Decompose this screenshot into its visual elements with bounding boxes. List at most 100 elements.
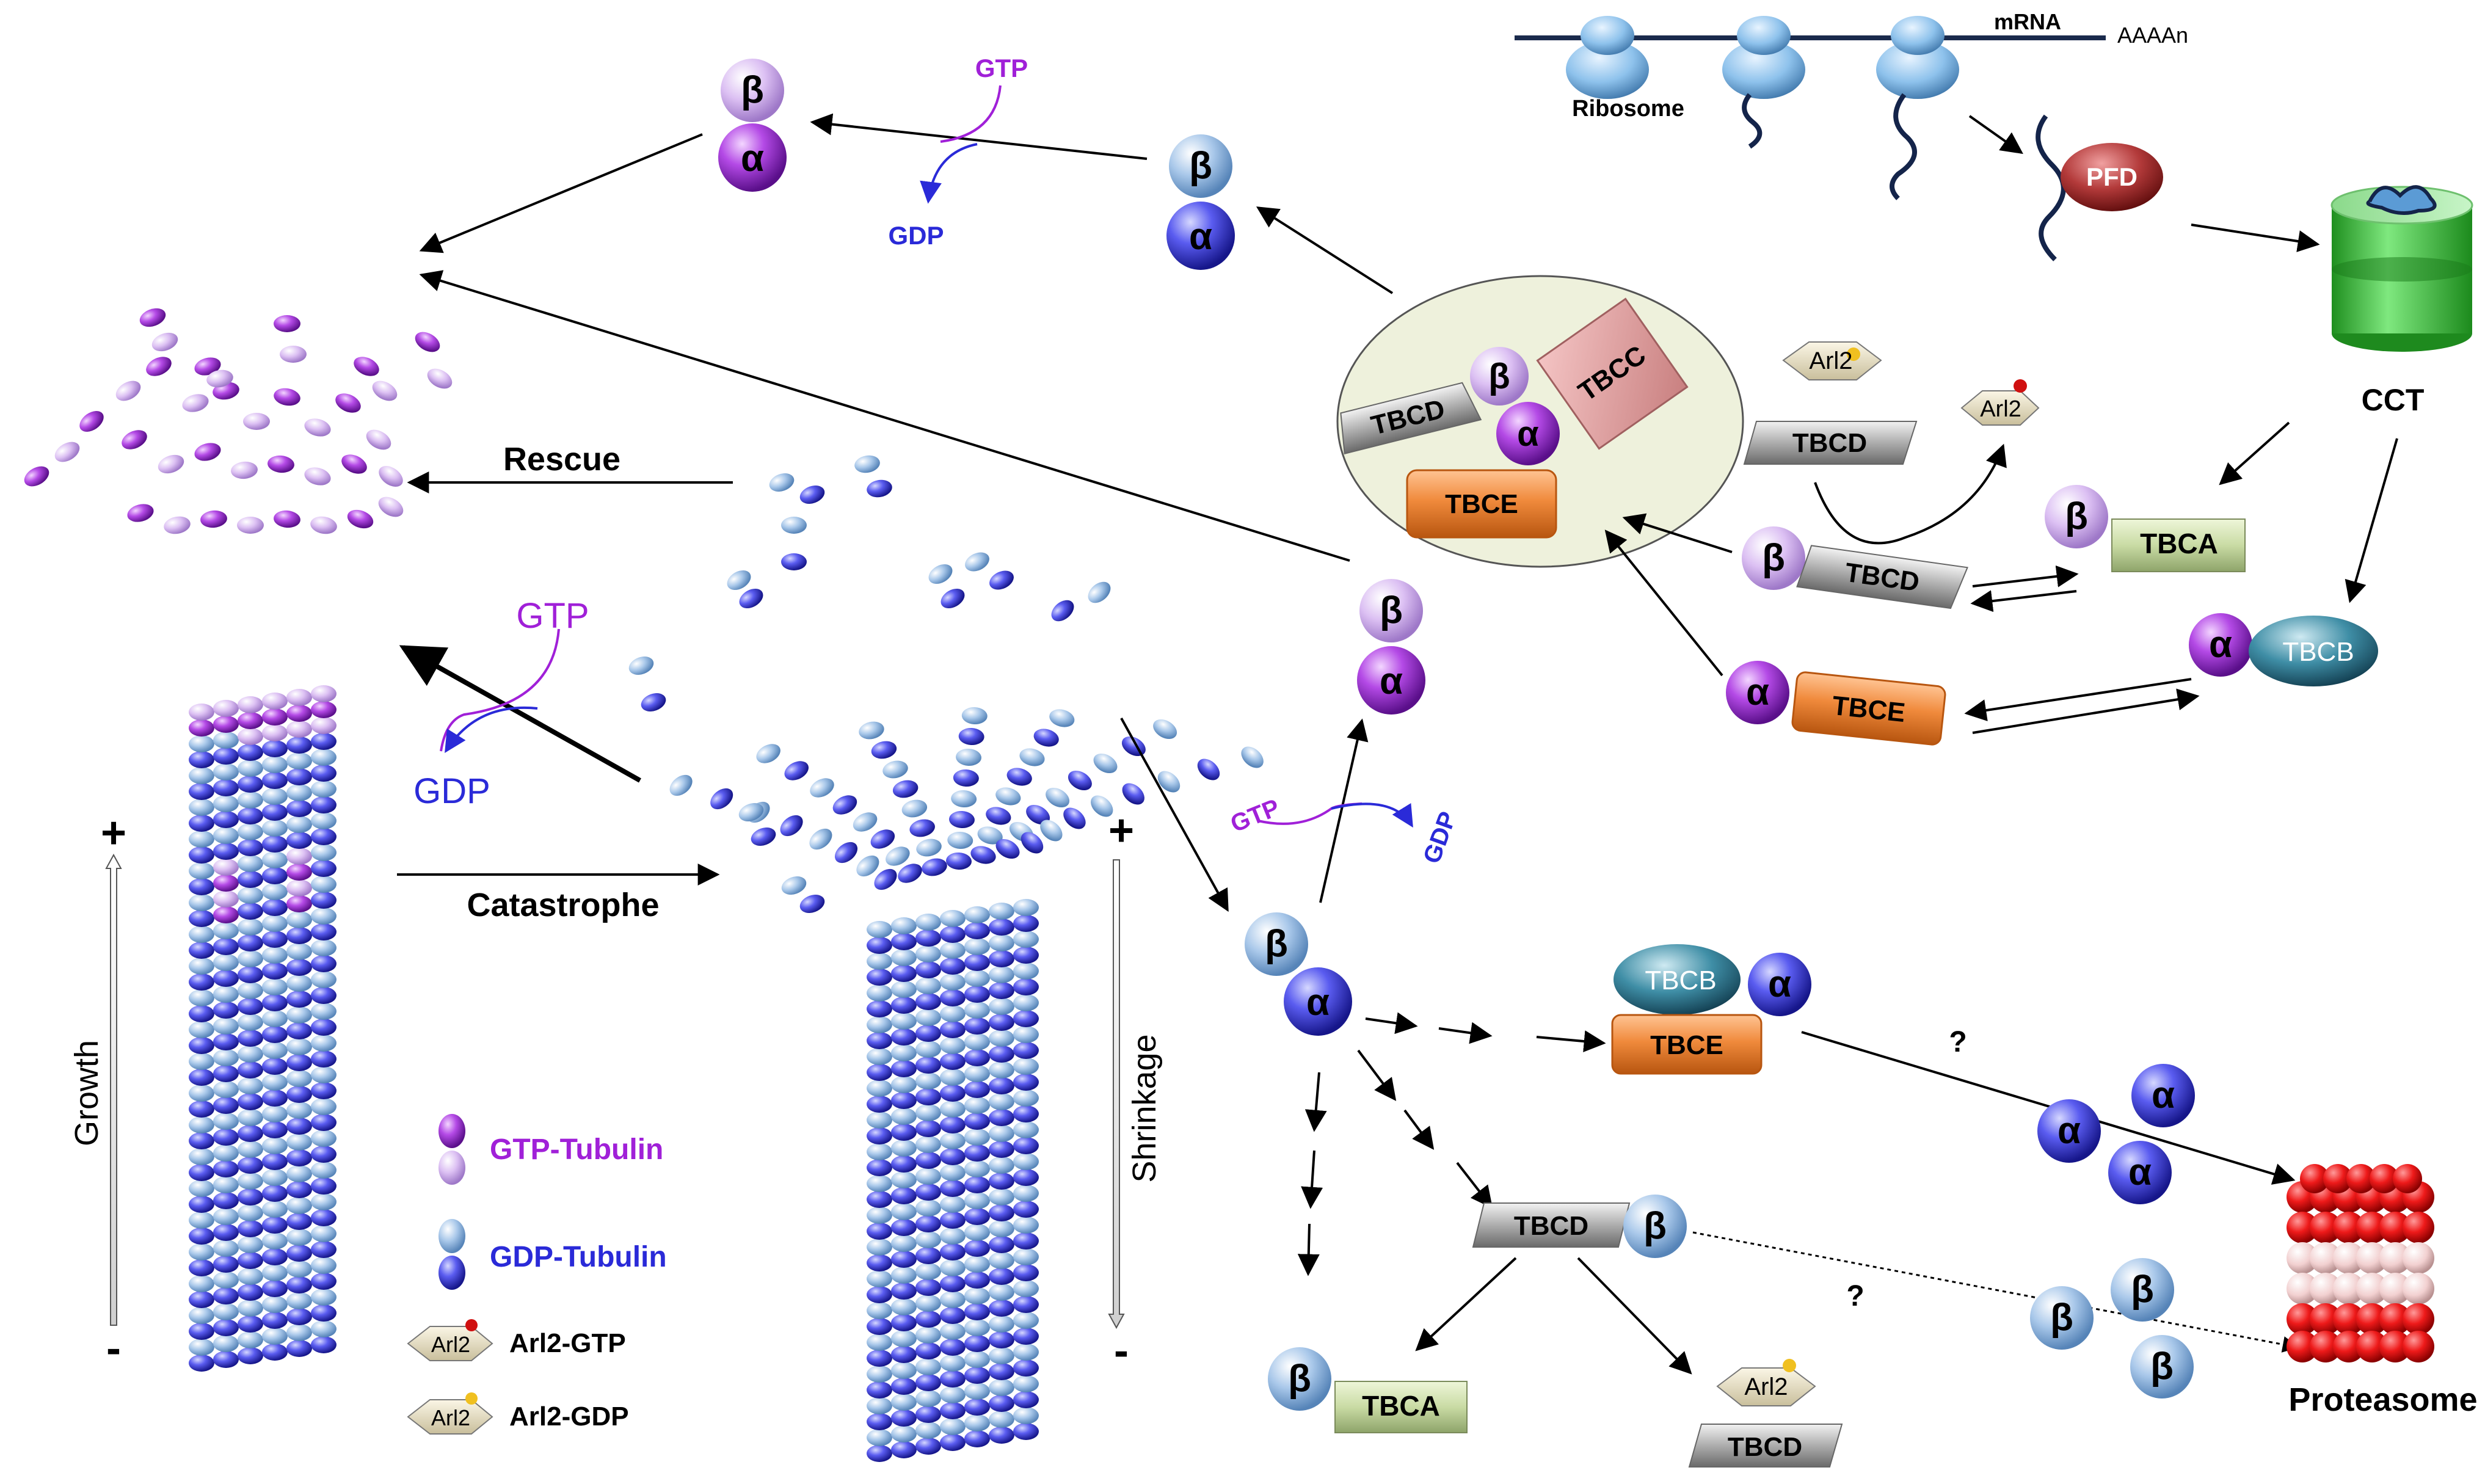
svg-text:α: α (1768, 963, 1791, 1005)
tubulin-subunit (238, 1236, 263, 1253)
tubulin-subunit (989, 1077, 1014, 1094)
proteasome-subunit (2356, 1331, 2388, 1362)
tubulin-subunit (311, 780, 337, 798)
proteasome-subunit (2333, 1242, 2365, 1274)
tubulin-subunit (262, 1010, 288, 1027)
proteasome-subunit (2356, 1242, 2388, 1274)
tubulin-subunit (867, 1032, 892, 1049)
svg-text:β: β (2065, 495, 2088, 537)
mrna-label: mRNA (1994, 9, 2061, 34)
tubulin-subunit (164, 516, 191, 534)
tubulin-subunit (940, 1323, 966, 1340)
tubulin-subunit (366, 429, 391, 450)
tubulin-subunit (964, 1335, 990, 1352)
shrinking-microtubule-curled-protofilaments (628, 455, 1264, 913)
tubulin-subunit (915, 1358, 941, 1375)
tubulin-subunit (262, 1042, 288, 1059)
tubulin-subunit (989, 1141, 1014, 1158)
tubulin-subunit (262, 867, 288, 884)
tubulin-subunit (189, 862, 214, 879)
legend-arl2-gdp-icon: Arl2 (407, 1392, 493, 1435)
tubulin-subunit (238, 1109, 263, 1126)
tubulin-subunit (189, 704, 214, 721)
tubulin-subunit (940, 1005, 966, 1022)
tubulin-subunit (286, 911, 312, 928)
tubulin-subunit (867, 1096, 892, 1113)
tubulin-subunit (335, 393, 361, 413)
tubulin-subunit (1026, 804, 1050, 825)
tubulin-subunit (286, 1197, 312, 1214)
tubulin-subunit (262, 883, 288, 900)
tubulin-subunit (189, 1259, 214, 1276)
tubulin-subunit (977, 826, 1003, 845)
catastrophe-arrow: Catastrophe (397, 864, 720, 923)
tubulin-subunit (940, 1053, 966, 1070)
tubulin-subunit (379, 465, 403, 487)
tubulin-subunit (964, 1081, 990, 1098)
tubulin-subunit (213, 1271, 239, 1289)
tubulin-subunit (189, 1307, 214, 1324)
tubulin-subunit (964, 906, 990, 923)
tubulin-subunit (213, 1144, 239, 1162)
tubulin-subunit (891, 1362, 917, 1379)
tubulin-subunit (286, 1022, 312, 1039)
tubulin-subunit (189, 1323, 214, 1340)
tubulin-subunit (989, 1236, 1014, 1253)
growing-microtubule-tip-dimers (24, 308, 453, 534)
tubulin-subunit (238, 887, 263, 904)
tubulin-subunit (898, 864, 922, 883)
tubulin-subunit (784, 761, 809, 780)
tubulin-subunit (189, 1005, 214, 1022)
tubulin-subunit (1046, 787, 1070, 808)
proteasome-label: Proteasome (2288, 1381, 2477, 1418)
svg-text:β: β (2050, 1297, 2073, 1339)
tubulin-subunit (739, 588, 763, 609)
tubulin-subunit (262, 804, 288, 821)
growth-plus-sign: + (101, 809, 126, 857)
tubulin-subunit (311, 1003, 337, 1020)
gtp-label-left: GTP (516, 596, 589, 636)
tubulin-subunit (915, 1057, 941, 1074)
tubulin-subunit (311, 717, 337, 734)
tubulin-subunit (989, 1395, 1014, 1412)
tubulin-subunit (867, 1159, 892, 1176)
degradation-pathway-arrows (1297, 1012, 1606, 1276)
svg-text:TBCE: TBCE (1650, 1030, 1723, 1060)
free-beta-tubulins: β β β (2030, 1258, 2194, 1399)
tubulin-subunit (1013, 1201, 1039, 1218)
proteasome-subunit (2346, 1164, 2376, 1193)
tubulin-subunit (311, 1098, 337, 1115)
tubulin-subunit (286, 1260, 312, 1278)
proteasome (2287, 1164, 2434, 1362)
svg-text:β: β (1488, 357, 1510, 396)
tubulin-subunit (891, 1235, 917, 1252)
tubulin-subunit (940, 1275, 966, 1292)
tubulin-subunit (286, 721, 312, 738)
tubulin-subunit (891, 981, 917, 998)
tubulin-subunit (213, 1303, 239, 1320)
tubulin-subunit (213, 827, 239, 844)
tubulin-subunit (286, 1292, 312, 1309)
tubulin-subunit (213, 890, 239, 907)
tubulin-subunit (238, 1046, 263, 1063)
tubulin-subunit (867, 1302, 892, 1319)
legend-gtp-tubulin-icon (438, 1114, 465, 1185)
tubulin-subunit (915, 1326, 941, 1344)
tubulin-subunit (751, 827, 776, 846)
tubulin-subunit (940, 1021, 966, 1038)
tubulin-subunit (189, 942, 214, 959)
arl2-gtp-free: Arl2 (1960, 379, 2040, 426)
tubulin-subunit (189, 1228, 214, 1245)
tubulin-subunit (964, 1113, 990, 1130)
tubulin-subunit (213, 716, 239, 733)
tubulin-subunit (867, 1366, 892, 1383)
tubulin-subunit (262, 1169, 288, 1186)
tubulin-subunit (262, 851, 288, 868)
tubulin-subunit (115, 380, 141, 401)
tubulin-subunit (891, 1092, 917, 1109)
gtp-label-center: GTP (1227, 794, 1284, 838)
tubulin-subunit (948, 810, 975, 829)
tubulin-subunit (964, 1002, 990, 1019)
tubulin-subunit (286, 752, 312, 769)
tubulin-subunit (238, 791, 263, 809)
